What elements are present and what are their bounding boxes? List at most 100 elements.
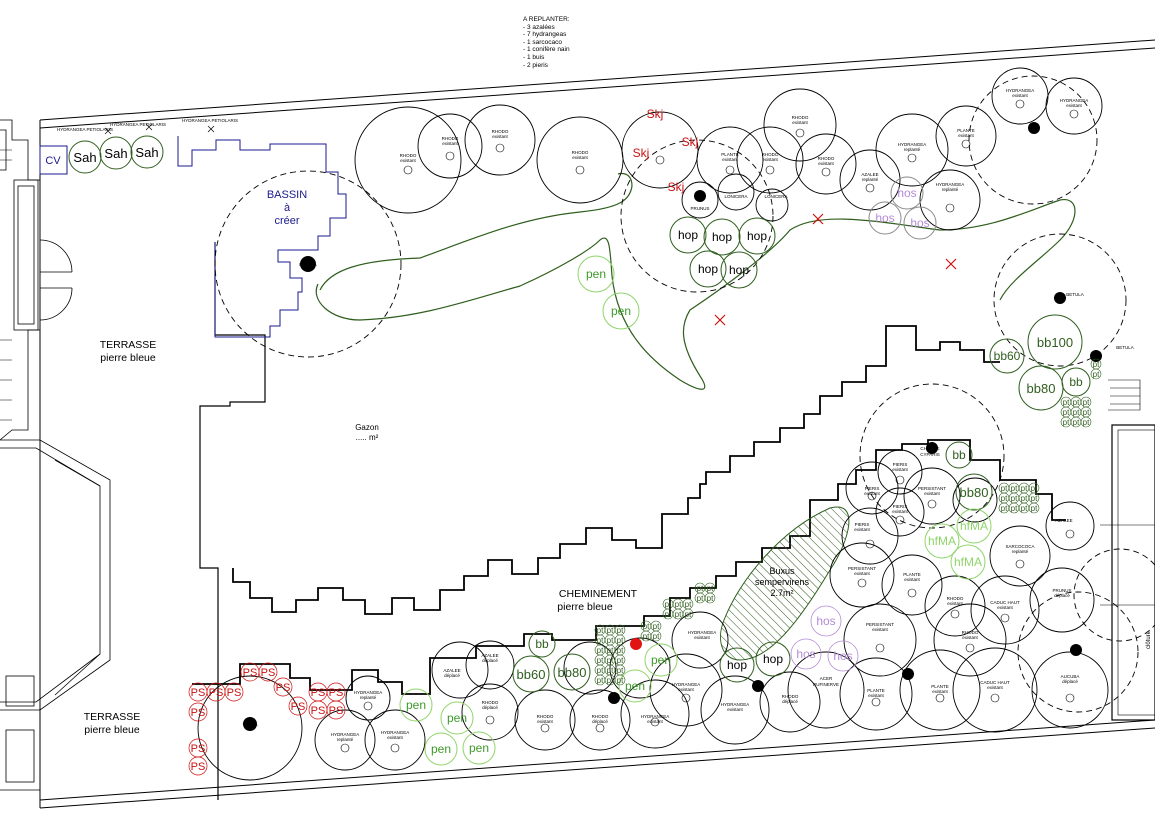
bb-label: bb60 <box>994 349 1021 363</box>
hydrangea-label: HYDRANGEA <box>721 702 750 707</box>
pt-label: pt <box>675 600 682 609</box>
pt-label: pt <box>665 610 672 619</box>
status-label: existant <box>387 735 403 740</box>
aucuba-label: AUCUBA <box>1061 674 1080 679</box>
status-label: déplacé <box>1062 679 1078 684</box>
status-label: existant <box>400 158 416 163</box>
pt-label: pt <box>617 636 624 645</box>
status-label: existant <box>932 689 948 694</box>
azalee-label: AZALEE <box>481 653 498 658</box>
status-label: replanté <box>1012 549 1029 554</box>
prunus-label: PRUNUS <box>1052 588 1071 593</box>
tree-canopies <box>214 75 1155 713</box>
sah-label: Sah <box>73 150 96 165</box>
acer-label: RUFINERVE <box>813 682 839 687</box>
pt-label: pt <box>607 646 614 655</box>
pt-label: pt <box>1063 408 1070 417</box>
pt-label: pt <box>1073 398 1080 407</box>
status-label: existant <box>647 719 663 724</box>
status-labels: existant existant existant existant exis… <box>337 93 1083 742</box>
status-label: existant <box>722 157 738 162</box>
bb-label: bb <box>535 637 549 651</box>
azalee-label: AZALEE <box>443 668 460 673</box>
ps-label: PS <box>276 682 291 694</box>
note-item: - 7 hydrangeas <box>523 31 567 39</box>
hydrangea-label: HYDRANGEA <box>354 690 383 695</box>
rhodo-label: RHODO <box>947 596 964 601</box>
status-label: déplacé <box>482 705 498 710</box>
pt-label: pt <box>617 676 624 685</box>
pen-label: pen <box>447 711 467 725</box>
hfma-label: hfMA <box>928 534 956 548</box>
azalee-label: AZALEE <box>861 172 878 177</box>
status-label: existant <box>987 685 1003 690</box>
status-label: existant <box>958 133 974 138</box>
pt-label: pt <box>643 632 650 641</box>
pond-label: créer <box>274 215 299 227</box>
pt-label: pt <box>1011 504 1018 513</box>
note-title: A REPLANTER: <box>523 16 570 23</box>
pen-label: pen <box>625 679 645 693</box>
pen-label: pen <box>651 653 671 667</box>
pt-label: pt <box>597 676 604 685</box>
pt-label: pt <box>607 656 614 665</box>
status-label: existant <box>868 693 884 698</box>
lonicera-label: LONICERA <box>764 194 787 199</box>
hydrangea-label: HYDRANGEA <box>936 182 965 187</box>
cv-box <box>39 145 68 175</box>
sarcococa-label: SARCOCOCA <box>1005 544 1034 549</box>
pt-label: pt <box>697 594 704 603</box>
persistant-label: PERSISTANT <box>918 486 946 491</box>
fence-label: clôture <box>1146 630 1152 649</box>
rhodo-label: RHODO <box>400 153 417 158</box>
pt-label: pt <box>617 656 624 665</box>
rhodo-label: RHODO <box>818 156 835 161</box>
pt-label: pt <box>597 626 604 635</box>
pt-label: pt <box>1001 484 1008 493</box>
status-label: existant <box>442 141 458 146</box>
existing-shrubs <box>197 67 1109 781</box>
ps-label: PS <box>227 687 242 699</box>
hydrangea-label: HYDRANGEA <box>331 732 360 737</box>
hfma-label: hfMA <box>960 519 988 533</box>
lawn-area: ..... m² <box>356 433 379 442</box>
bb-label: bb <box>1069 375 1083 389</box>
bb-label: bb <box>952 448 966 462</box>
right-structure <box>1100 379 1155 721</box>
status-label: existant <box>904 577 920 582</box>
pt-plant <box>704 592 716 604</box>
hop-label: hop <box>727 658 747 672</box>
hydrangea-label: HYDRANGEA <box>898 142 927 147</box>
pt-label: pt <box>643 622 650 631</box>
pieris-label: PIERIS <box>855 522 870 527</box>
status-label: existant <box>537 719 553 724</box>
chamae-label: CYPARIS <box>920 452 939 457</box>
ps-label: PS <box>191 761 206 773</box>
persistant-label: PERSISTANT <box>866 622 894 627</box>
pt-label: pt <box>653 622 660 631</box>
pt-label: pt <box>665 600 672 609</box>
pt-label: pt <box>707 584 714 593</box>
pt-label: pt <box>597 666 604 675</box>
hydrangea-label: HYDRANGEA <box>641 714 670 719</box>
ps-label: PS <box>311 705 326 717</box>
caduc-label: CADUC HAUT <box>980 680 1010 685</box>
pieris-label: PIERIS <box>893 462 908 467</box>
pt-label: pt <box>697 584 704 593</box>
lawn-outline <box>232 325 1000 615</box>
skj-label: Skj <box>647 107 664 121</box>
status-label: déplacé <box>482 658 498 663</box>
hos-label: hos <box>816 614 835 628</box>
status-label: déplacé <box>782 699 798 704</box>
hfma-plants <box>924 508 992 580</box>
bb-label: bb80 <box>558 665 587 680</box>
pt-label: pt <box>1001 494 1008 503</box>
hydrangea-label: HYDRANGEA <box>1060 98 1089 103</box>
status-label: existant <box>872 627 888 632</box>
path-edge <box>192 439 1066 695</box>
rhodo-label: RHODO <box>482 700 499 705</box>
tilia-label: TILIA <box>753 684 764 689</box>
note-item: - 2 pieris <box>523 61 548 69</box>
pt-label: pt <box>607 636 614 645</box>
